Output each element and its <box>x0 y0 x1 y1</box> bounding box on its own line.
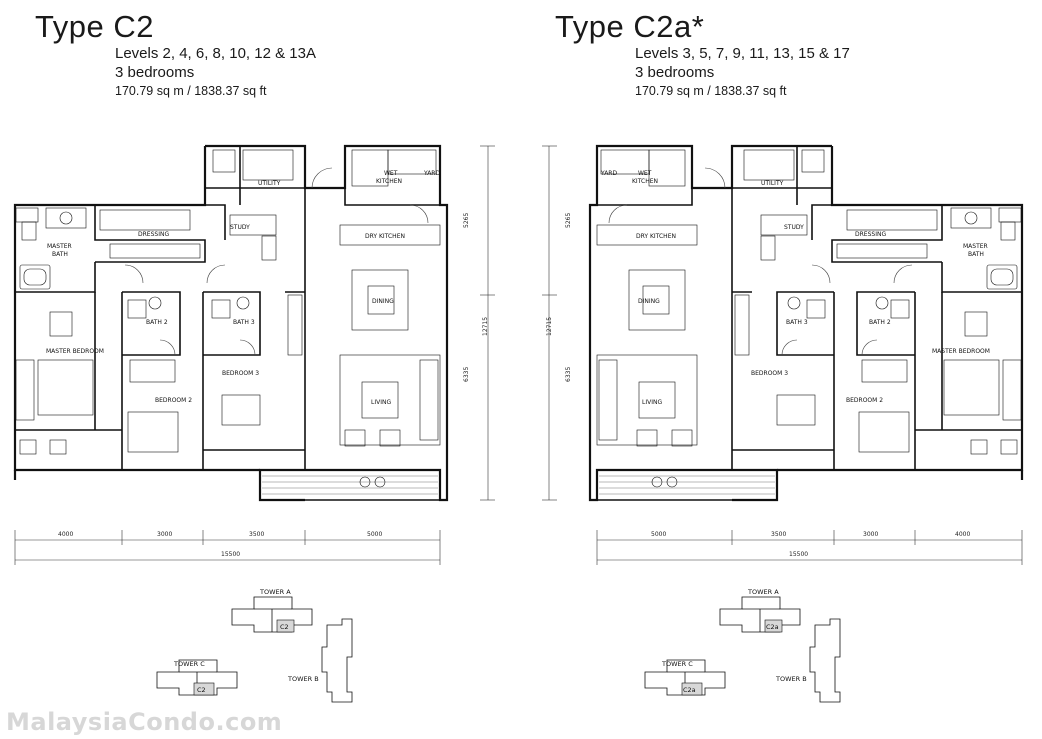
left-key-plan-towers <box>156 596 353 703</box>
right-plan-header: Type C2a* Levels 3, 5, 7, 9, 11, 13, 15 … <box>555 10 850 101</box>
left-room-bedroom3: BEDROOM 3 <box>222 370 259 377</box>
right-key-tower-c: TOWER C <box>661 660 693 668</box>
right-room-master-bedroom: MASTER BEDROOM <box>932 348 990 355</box>
left-plan-bedrooms: 3 bedrooms <box>115 64 195 81</box>
left-key-tower-a: TOWER A <box>259 588 291 596</box>
left-floor-plan: UTILITY YARD WET KITCHEN STUDY DRESSING … <box>13 144 497 567</box>
right-room-bath2: BATH 2 <box>869 319 891 326</box>
left-room-master-bedroom: MASTER BEDROOM <box>46 348 104 355</box>
right-floor-plan: UTILITY YARD WET KITCHEN STUDY DRESSING … <box>540 144 1024 567</box>
left-dim-v2: 12715 <box>482 317 489 336</box>
right-key-unit-c: C2a <box>683 686 696 694</box>
right-room-bedroom2: BEDROOM 2 <box>846 397 883 404</box>
left-room-study: STUDY <box>230 224 250 231</box>
right-plan-levels: Levels 3, 5, 7, 9, 11, 13, 15 & 17 <box>635 45 850 62</box>
right-room-master-bath-2: BATH <box>968 251 984 258</box>
right-plan-bedrooms: 3 bedrooms <box>635 64 715 81</box>
left-plan-levels: Levels 2, 4, 6, 8, 10, 12 & 13A <box>115 45 316 62</box>
right-key-plan-towers <box>644 596 841 703</box>
left-room-dressing: DRESSING <box>138 231 169 238</box>
right-room-dressing: DRESSING <box>855 231 886 238</box>
right-key-tower-a: TOWER A <box>747 588 779 596</box>
watermark: MalaysiaCondo.com <box>6 708 283 736</box>
right-plan-title: Type C2a* <box>555 9 705 44</box>
left-room-dry-kitchen: DRY KITCHEN <box>365 233 405 240</box>
right-dim-1: 5000 <box>651 531 666 538</box>
right-dim-v1: 5265 <box>565 213 572 228</box>
right-dim-v3: 6335 <box>565 367 572 382</box>
left-room-living: LIVING <box>371 399 391 406</box>
left-dim-3: 3500 <box>249 531 264 538</box>
right-room-dining: DINING <box>638 298 660 305</box>
left-room-kitchen: KITCHEN <box>376 178 402 185</box>
right-key-tower-b: TOWER B <box>775 675 807 683</box>
right-dim-total: 15500 <box>789 551 808 558</box>
left-dim-2: 3000 <box>157 531 172 538</box>
right-room-wet: WET <box>638 170 652 177</box>
left-key-tower-b: TOWER B <box>287 675 319 683</box>
left-dim-v3: 6335 <box>463 367 470 382</box>
left-plan-walls <box>13 144 497 567</box>
left-room-master-bath-1: MASTER <box>47 243 72 250</box>
left-dim-v1: 5265 <box>463 213 470 228</box>
left-plan-area: 170.79 sq m / 1838.37 sq ft <box>115 84 267 98</box>
left-dim-total: 15500 <box>221 551 240 558</box>
left-plan-title: Type C2 <box>35 9 154 44</box>
left-room-bath3: BATH 3 <box>233 319 255 326</box>
right-dim-v2: 12715 <box>546 317 553 336</box>
left-room-master-bath-2: BATH <box>52 251 68 258</box>
left-dim-4: 5000 <box>367 531 382 538</box>
right-room-bedroom3: BEDROOM 3 <box>751 370 788 377</box>
right-room-bath3: BATH 3 <box>786 319 808 326</box>
right-room-yard: YARD <box>600 170 617 177</box>
right-dim-2: 3500 <box>771 531 786 538</box>
right-room-dry-kitchen: DRY KITCHEN <box>636 233 676 240</box>
right-key-unit-a: C2a <box>766 623 779 631</box>
left-plan-header: Type C2 Levels 2, 4, 6, 8, 10, 12 & 13A … <box>35 10 316 101</box>
right-key-plan: TOWER A TOWER C TOWER B C2a C2a <box>644 588 841 703</box>
left-room-bath2: BATH 2 <box>146 319 168 326</box>
left-key-plan: TOWER A TOWER C TOWER B C2 C2 <box>156 588 353 703</box>
right-room-utility: UTILITY <box>761 180 784 187</box>
left-room-yard: YARD <box>423 170 440 177</box>
right-plan-area: 170.79 sq m / 1838.37 sq ft <box>635 84 787 98</box>
right-room-kitchen: KITCHEN <box>632 178 658 185</box>
left-room-dining: DINING <box>372 298 394 305</box>
right-room-living: LIVING <box>642 399 662 406</box>
right-room-master-bath-1: MASTER <box>963 243 988 250</box>
left-room-utility: UTILITY <box>258 180 281 187</box>
left-key-unit-c: C2 <box>197 686 206 694</box>
right-plan-walls <box>540 144 1024 567</box>
left-room-wet: WET <box>384 170 398 177</box>
left-room-bedroom2: BEDROOM 2 <box>155 397 192 404</box>
left-dim-1: 4000 <box>58 531 73 538</box>
right-dim-3: 3000 <box>863 531 878 538</box>
right-dim-4: 4000 <box>955 531 970 538</box>
left-key-tower-c: TOWER C <box>173 660 205 668</box>
right-room-study: STUDY <box>784 224 804 231</box>
left-key-unit-a: C2 <box>280 623 289 631</box>
